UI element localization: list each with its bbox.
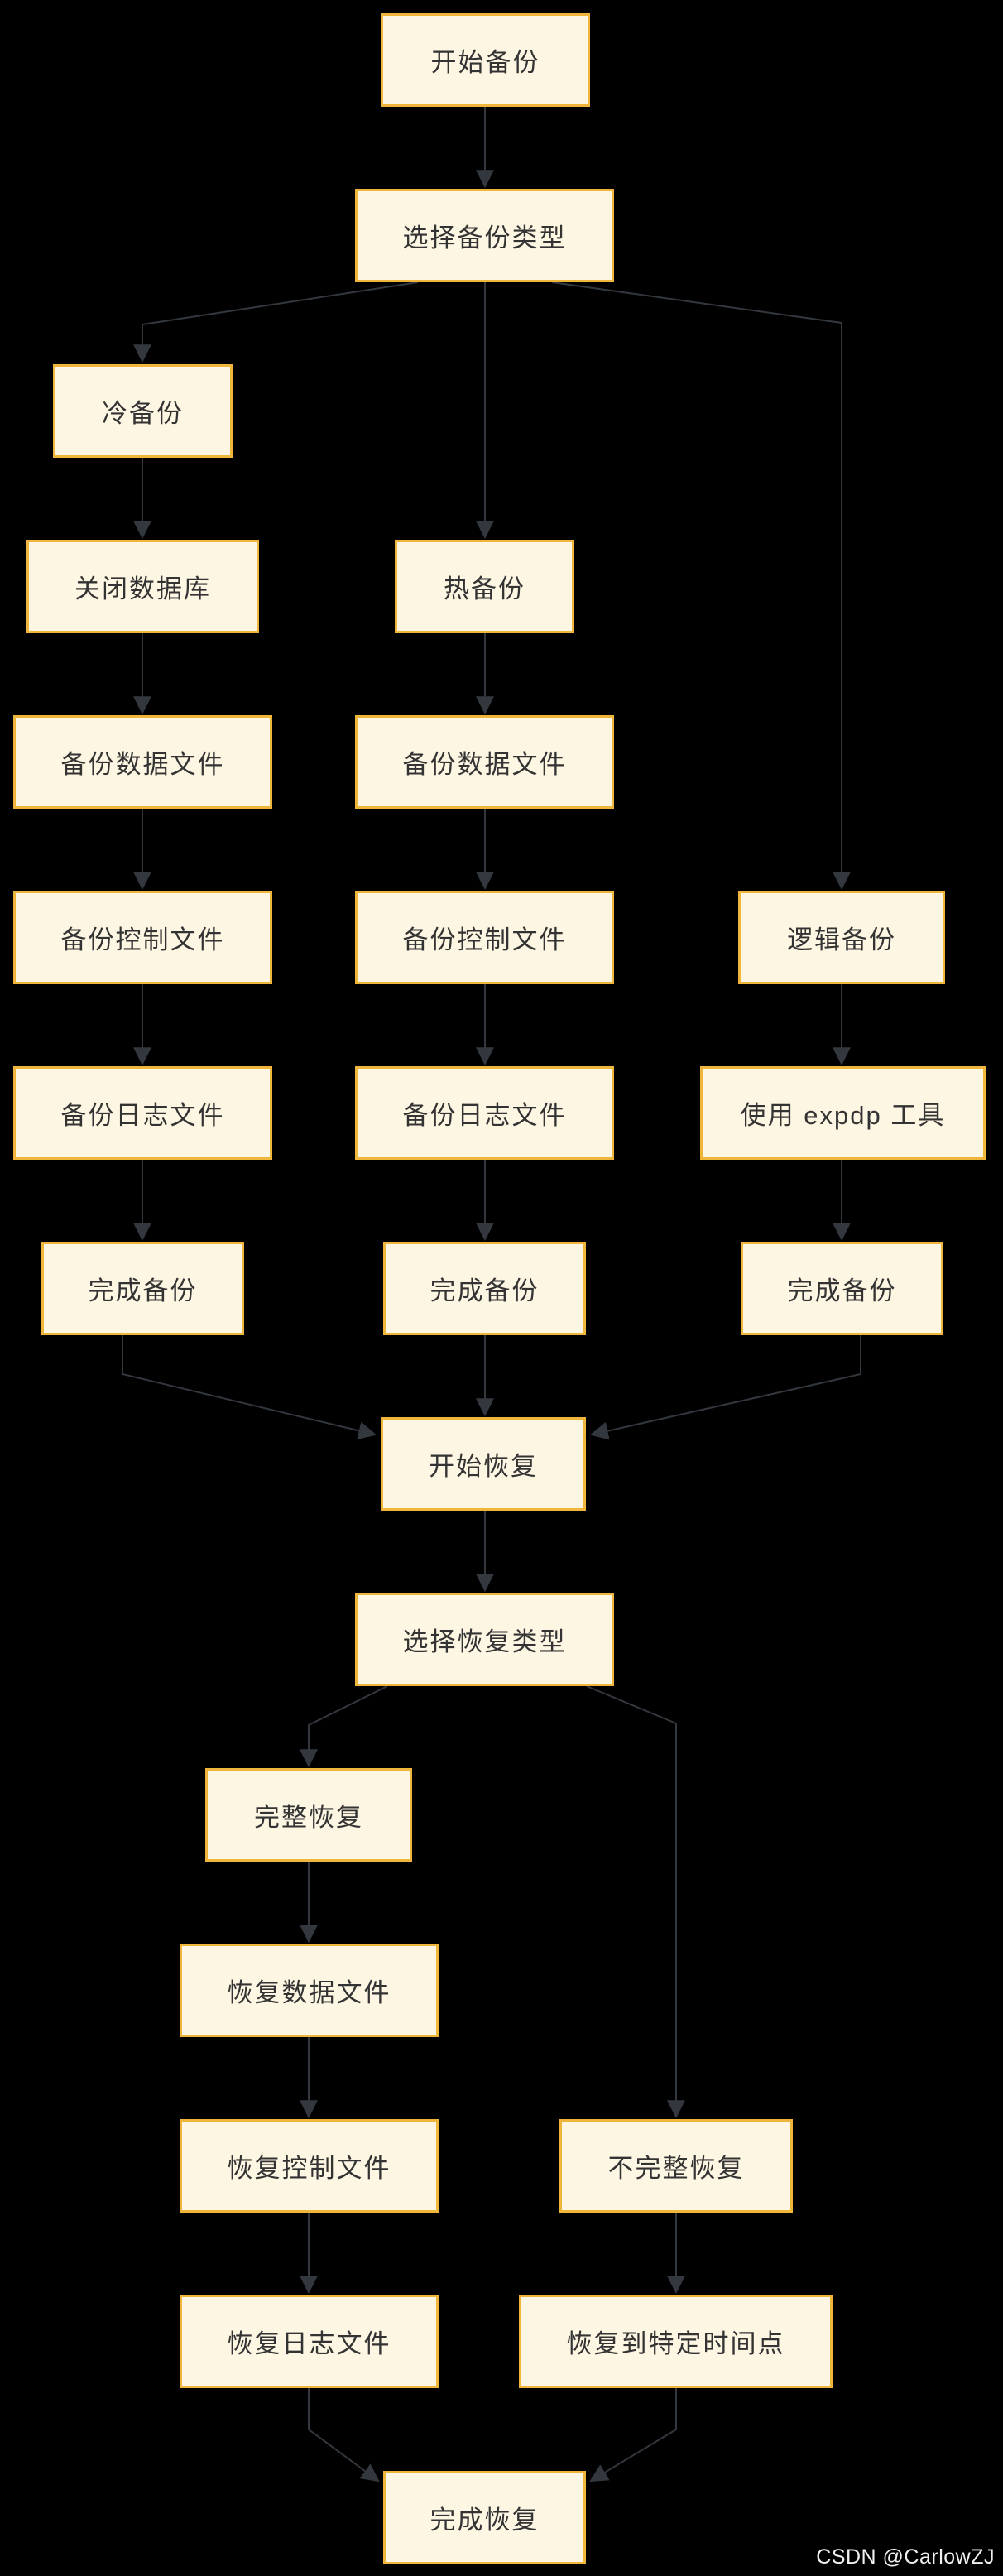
node-start-restore: 开始恢复	[381, 1417, 586, 1511]
edge-choose-backup-type-to-cold-backup	[133, 281, 419, 363]
node-backup-data-hot: 备份数据文件	[355, 715, 614, 809]
edge-restore-log-to-finish-restore	[308, 2388, 380, 2482]
node-restore-log: 恢复日志文件	[180, 2295, 439, 2388]
node-backup-log-cold: 备份日志文件	[13, 1066, 272, 1160]
node-label: 选择恢复类型	[402, 1627, 567, 1656]
node-use-expdp-tool: 使用 expdp 工具	[700, 1066, 986, 1160]
node-label: 不完整恢复	[607, 2154, 745, 2183]
node-backup-log-hot: 备份日志文件	[355, 1066, 614, 1160]
node-finish-backup-hot: 完成备份	[383, 1242, 586, 1335]
node-label: 备份日志文件	[60, 1101, 225, 1130]
node-label: 备份数据文件	[60, 750, 225, 779]
node-finish-restore: 完成恢复	[383, 2471, 586, 2564]
node-hot-backup: 热备份	[395, 540, 574, 633]
node-label: 选择备份类型	[402, 223, 567, 252]
node-incomplete-restore: 不完整恢复	[559, 2119, 793, 2213]
node-restore-control: 恢复控制文件	[180, 2119, 439, 2213]
node-label: 开始备份	[430, 48, 540, 77]
node-label: 关闭数据库	[74, 574, 211, 603]
node-choose-backup-type: 选择备份类型	[355, 189, 614, 282]
node-label: 完成备份	[430, 1276, 540, 1305]
node-shutdown-database: 关闭数据库	[26, 540, 259, 633]
node-backup-control-hot: 备份控制文件	[355, 891, 614, 984]
node-label: 备份日志文件	[402, 1101, 567, 1130]
node-full-restore: 完整恢复	[205, 1768, 412, 1862]
edge-choose-restore-type-to-full-restore	[300, 1685, 388, 1768]
node-choose-restore-type: 选择恢复类型	[355, 1593, 614, 1686]
node-cold-backup: 冷备份	[53, 364, 233, 458]
node-label: 恢复控制文件	[227, 2154, 391, 2183]
node-label: 完整恢复	[254, 1803, 363, 1832]
node-label: 恢复到特定时间点	[566, 2329, 785, 2358]
node-backup-data-cold: 备份数据文件	[13, 715, 272, 809]
node-logical-backup: 逻辑备份	[738, 891, 945, 984]
edge-choose-restore-type-to-incomplete-restore	[586, 1685, 685, 2119]
node-label: 恢复日志文件	[227, 2329, 391, 2358]
node-label: 使用 expdp 工具	[740, 1101, 946, 1130]
csdn-watermark: CSDN @CarlowZJ	[816, 2545, 995, 2569]
node-backup-control-cold: 备份控制文件	[13, 891, 272, 984]
node-label: 热备份	[444, 574, 525, 603]
node-restore-point-in-time: 恢复到特定时间点	[519, 2295, 833, 2388]
node-label: 完成恢复	[430, 2506, 540, 2535]
edge-finish-backup-cold-to-start-restore	[122, 1335, 377, 1440]
node-label: 备份数据文件	[402, 750, 567, 779]
node-finish-backup-logical: 完成备份	[741, 1242, 943, 1335]
node-label: 冷备份	[102, 399, 184, 428]
node-label: 备份控制文件	[60, 925, 225, 954]
node-label: 完成备份	[787, 1276, 897, 1305]
node-label: 备份控制文件	[402, 925, 567, 954]
node-finish-backup-cold: 完成备份	[41, 1242, 244, 1335]
node-label: 逻辑备份	[787, 925, 896, 954]
node-restore-data: 恢复数据文件	[180, 1944, 439, 2037]
node-label: 开始恢复	[429, 1452, 538, 1481]
edge-finish-backup-logical-to-start-restore	[589, 1335, 861, 1440]
node-start-backup: 开始备份	[381, 13, 590, 107]
node-label: 完成备份	[88, 1276, 198, 1305]
edge-restore-point-in-time-to-finish-restore	[589, 2388, 677, 2482]
node-label: 恢复数据文件	[227, 1978, 391, 2007]
